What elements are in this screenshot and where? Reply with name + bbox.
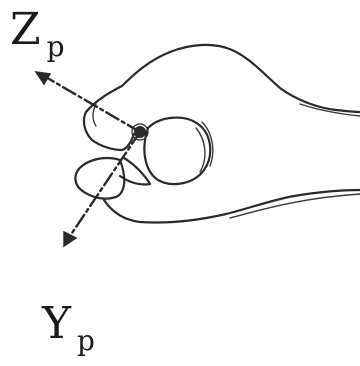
hand-lower-contour [102, 188, 360, 224]
grip-ring-inner-stroke [195, 127, 206, 173]
grip-ring-inner-stroke-2 [201, 121, 214, 167]
thumb-contour [74, 156, 126, 200]
origin-ring [131, 123, 149, 141]
y-axis-arrowhead [63, 230, 78, 248]
z-axis-letter: Z [10, 4, 41, 55]
origin-dot-icon [134, 126, 146, 138]
z-axis-arrowhead [34, 71, 52, 86]
y-axis-line [68, 130, 142, 238]
z-axis-subscript: p [46, 30, 65, 63]
index-finger-contour [82, 110, 136, 152]
middle-finger-contour [118, 156, 152, 186]
hand-sketch-icon [74, 43, 360, 224]
coordinate-axes [34, 71, 149, 248]
grip-ring-contour [143, 116, 212, 186]
y-axis-subscript: p [77, 324, 95, 357]
hand-upper-contour [84, 43, 360, 114]
hand-upper-contour-hatch [299, 103, 360, 117]
y-axis-letter: Y [42, 298, 72, 349]
hand-lower-contour-hatch [229, 193, 360, 219]
z-axis-line [42, 74, 142, 134]
